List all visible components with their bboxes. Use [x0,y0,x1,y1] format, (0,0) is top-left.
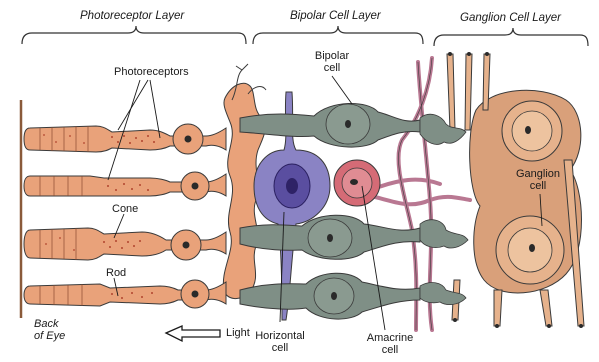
label-amacrine-line2: cell [362,344,418,356]
label-light: Light [226,327,250,339]
label-ganglion-line2: cell [512,180,564,192]
label-rod: Rod [106,267,126,279]
label-bipolar-line1: Bipolar [308,50,356,62]
label-back-line2: of Eye [34,330,65,342]
amacrine-cell [334,160,380,206]
label-photoreceptors: Photoreceptors [114,66,189,78]
photoreceptor-cell-1 [24,124,226,154]
label-amacrine-line1: Amacrine [362,332,418,344]
photoreceptor-cell-cone [24,228,226,260]
light-arrow [166,326,220,341]
ganglion-cell-upper [502,101,562,161]
bipolar-layer-bracket [253,26,423,44]
ganglion-layer-bracket [434,28,588,46]
label-horizontal-line1: Horizontal [252,330,308,342]
label-horizontal-line2: cell [252,342,308,354]
label-amacrine-cell: Amacrine cell [362,332,418,356]
ganglion-cell-lower [496,216,564,284]
label-horizontal-cell: Horizontal cell [252,330,308,354]
photoreceptor-texture [43,134,155,299]
photoreceptor-layer-bracket [22,26,246,44]
header-photoreceptor-layer: Photoreceptor Layer [80,10,184,22]
label-bipolar-line2: cell [308,62,356,74]
label-cone: Cone [112,203,138,215]
label-ganglion-cell: Ganglion cell [512,168,564,192]
header-ganglion-cell-layer: Ganglion Cell Layer [460,12,561,24]
photoreceptor-stripes [40,126,88,306]
label-ganglion-line1: Ganglion [512,168,564,180]
label-back-line1: Back [34,318,65,330]
label-back-of-eye: Back of Eye [34,318,65,342]
label-bipolar-cell: Bipolar cell [308,50,356,74]
header-bipolar-cell-layer: Bipolar Cell Layer [290,10,381,22]
synaptic-processes [420,114,468,304]
